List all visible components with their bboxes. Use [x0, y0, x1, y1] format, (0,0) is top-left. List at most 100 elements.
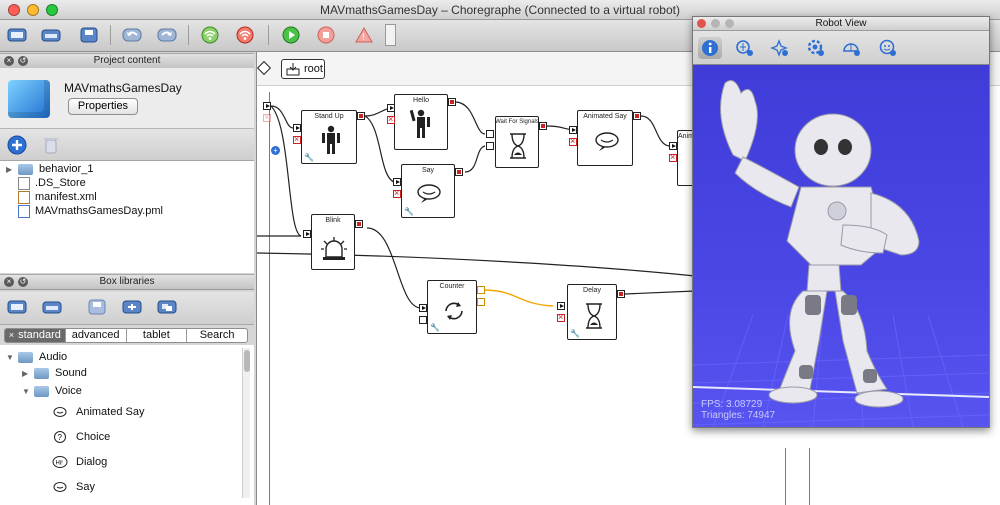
expand-triangle-icon[interactable]: ▶ [22, 368, 29, 378]
import-library-button[interactable] [120, 296, 144, 318]
new-library-button[interactable] [5, 296, 29, 318]
view-sparkle-button[interactable] [768, 37, 792, 59]
say-input-pin[interactable] [393, 178, 401, 186]
counter-reset-pin[interactable] [419, 316, 427, 324]
save-library-button[interactable] [85, 296, 109, 318]
counter-output-pin[interactable] [477, 286, 485, 294]
toolbar-slider[interactable] [385, 24, 396, 46]
collapse-triangle-icon[interactable]: ▼ [22, 386, 30, 396]
tab-standard[interactable]: ×standard [5, 329, 66, 342]
tab-tablet[interactable]: tablet [127, 329, 188, 342]
box-stand-up[interactable]: Stand Up 🔧 [301, 110, 357, 164]
properties-button[interactable]: Properties [68, 98, 138, 115]
root-label: root [304, 63, 323, 75]
stand-up-output-pin[interactable] [357, 112, 365, 120]
behavior-start-pin[interactable] [263, 102, 271, 110]
tab-advanced[interactable]: advanced [66, 329, 127, 342]
stop-button[interactable] [314, 24, 338, 46]
wait-input-pin-1[interactable] [486, 130, 494, 138]
tree-item-sound[interactable]: ▶ Sound [22, 367, 87, 379]
blink-input-pin[interactable] [303, 230, 311, 238]
box-say[interactable]: Say 🔧 [401, 164, 455, 218]
stand-up-stop-pin[interactable] [293, 134, 301, 144]
tree-item-ds-store[interactable]: .DS_Store [18, 176, 86, 190]
close-window-button[interactable] [8, 4, 20, 16]
info-button[interactable] [698, 37, 722, 59]
view-joints-button[interactable] [733, 37, 757, 59]
delay-input-pin[interactable] [557, 302, 565, 310]
box-counter[interactable]: Counter 🔧 [427, 280, 477, 334]
counter-value-pin[interactable] [477, 298, 485, 306]
delete-file-button[interactable] [40, 134, 64, 156]
box-delay[interactable]: Delay 🔧 [567, 284, 617, 340]
close-icon[interactable] [697, 19, 706, 28]
minimize-icon[interactable] [711, 19, 720, 28]
view-dome-button[interactable] [840, 37, 864, 59]
close-icon[interactable]: × [4, 277, 14, 287]
behavior-stop-pin[interactable] [263, 112, 271, 122]
detach-icon[interactable]: ↺ [18, 277, 28, 287]
library-scrollbar[interactable] [242, 348, 250, 498]
robot-view-window: Robot View [692, 16, 990, 428]
delay-output-pin[interactable] [617, 290, 625, 298]
partial-stop-pin[interactable] [669, 152, 677, 162]
box-animated-say[interactable]: Animated Say [577, 110, 633, 166]
hello-output-pin[interactable] [448, 98, 456, 106]
tab-close-icon[interactable]: × [8, 330, 15, 340]
animated-say-stop-pin[interactable] [569, 136, 577, 146]
box-wait-for-signals[interactable]: Wait For Signals [495, 116, 539, 168]
connect-button[interactable] [198, 24, 222, 46]
tree-item-audio[interactable]: ▼ Audio [6, 351, 67, 363]
tree-item-pml[interactable]: MAVmathsGamesDay.pml [18, 204, 163, 218]
zoom-window-button[interactable] [46, 4, 58, 16]
tab-search[interactable]: Search [199, 329, 235, 341]
delay-stop-pin[interactable] [557, 312, 565, 322]
scroll-thumb[interactable] [244, 350, 250, 372]
box-blink[interactable]: Blink [311, 214, 355, 270]
collapse-triangle-icon[interactable]: ▼ [6, 352, 14, 362]
hello-stop-pin[interactable] [387, 114, 395, 124]
wait-input-pin-2[interactable] [486, 142, 494, 150]
add-input-icon[interactable]: + [271, 146, 280, 155]
breadcrumb-root[interactable]: root [281, 59, 325, 79]
detach-icon[interactable]: ↺ [18, 56, 28, 66]
box-item-say[interactable]: Say [52, 480, 95, 494]
hello-input-pin[interactable] [387, 104, 395, 112]
box-title: Hello [413, 97, 429, 104]
play-button[interactable] [279, 24, 303, 46]
animated-say-output-pin[interactable] [633, 112, 641, 120]
tree-item-behavior[interactable]: ▶ behavior_1 [6, 162, 93, 176]
box-item-animated-say[interactable]: Animated Say [52, 405, 144, 419]
zoom-icon[interactable] [725, 19, 734, 28]
expand-triangle-icon[interactable]: ▶ [6, 164, 13, 174]
counter-input-pin[interactable] [419, 304, 427, 312]
view-face-button[interactable] [876, 37, 900, 59]
wait-output-pin[interactable] [539, 122, 547, 130]
partial-input-pin[interactable] [669, 142, 677, 150]
library-settings-button[interactable] [155, 296, 179, 318]
redo-button[interactable] [155, 24, 179, 46]
minimize-window-button[interactable] [27, 4, 39, 16]
robot-3d-viewport[interactable]: FPS: 3.08729 Triangles: 74947 [693, 65, 989, 427]
undo-button[interactable] [120, 24, 144, 46]
view-gear-button[interactable] [804, 37, 828, 59]
stand-up-input-pin[interactable] [293, 124, 301, 132]
blink-output-pin[interactable] [355, 220, 363, 228]
box-item-choice[interactable]: ? Choice [52, 430, 110, 444]
add-file-button[interactable] [6, 134, 30, 156]
close-icon[interactable]: × [4, 56, 14, 66]
save-button[interactable] [77, 24, 101, 46]
animated-say-input-pin[interactable] [569, 126, 577, 134]
say-output-pin[interactable] [455, 168, 463, 176]
say-stop-pin[interactable] [393, 188, 401, 198]
debug-button[interactable]: ! [352, 24, 376, 46]
open-project-button[interactable] [39, 24, 63, 46]
new-project-button[interactable] [5, 24, 29, 46]
tree-item-manifest[interactable]: manifest.xml [18, 190, 97, 204]
disconnect-button[interactable] [233, 24, 257, 46]
tree-item-voice[interactable]: ▼ Voice [22, 385, 82, 397]
box-hello[interactable]: Hello [394, 94, 448, 150]
pml-file-icon [18, 204, 30, 218]
open-library-button[interactable] [40, 296, 64, 318]
box-item-dialog[interactable]: Hi! Dialog [52, 455, 107, 469]
